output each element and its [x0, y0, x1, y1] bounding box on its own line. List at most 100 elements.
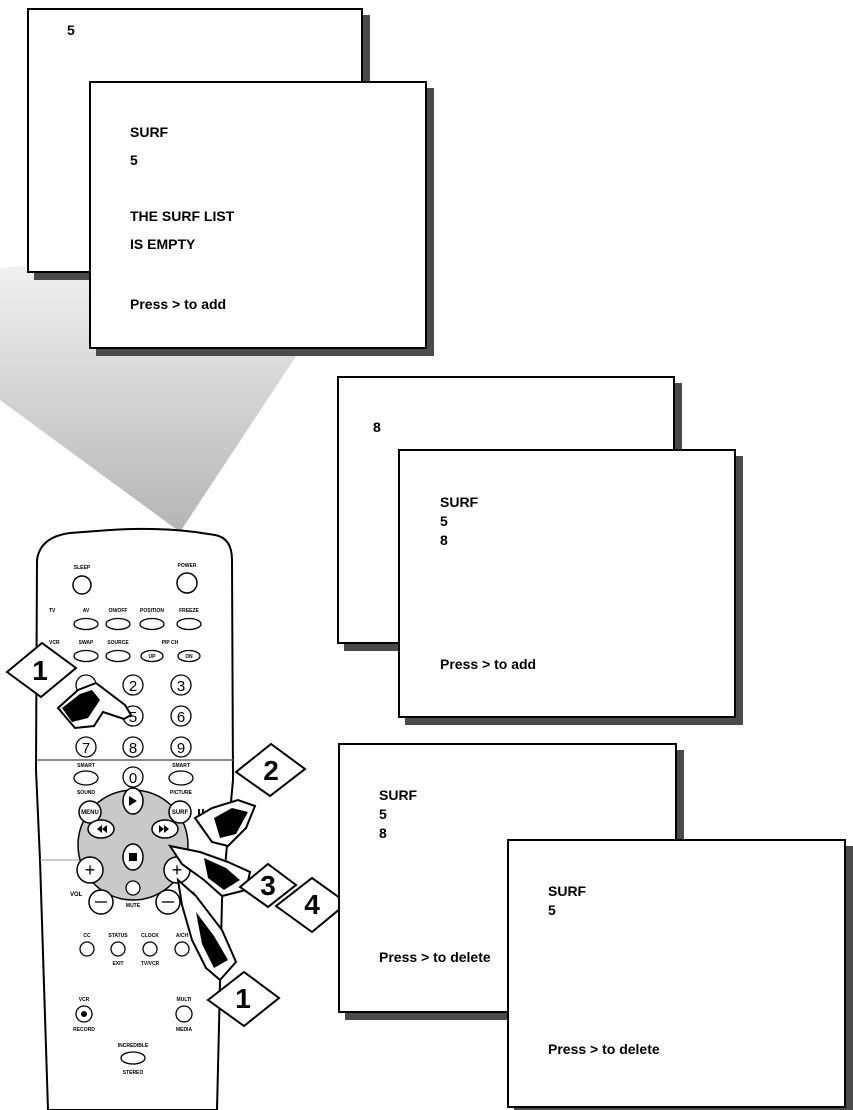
swap-button[interactable]: [73, 649, 99, 663]
smart-picture-label-top: SMART: [172, 763, 190, 769]
sleep-button[interactable]: [72, 575, 92, 595]
screen-surf-deleted: SURF 5 Press > to delete: [507, 839, 846, 1108]
cc-label: CC: [83, 933, 91, 939]
smart-sound-label-bottom: SOUND: [77, 790, 95, 796]
step-1-bottom-number: 1: [235, 983, 251, 1014]
tvvcr-label: TV/VCR: [141, 961, 160, 967]
pip-up-button[interactable]: [140, 649, 164, 663]
record-icon: [81, 1011, 87, 1017]
av-button[interactable]: [73, 617, 99, 631]
surf-instruction: Press > to add: [440, 656, 537, 672]
surf-channel-2: 8: [440, 532, 448, 548]
num-3-label: 3: [177, 678, 185, 695]
surf-instruction: Press > to delete: [548, 1041, 660, 1057]
stereo-label: STEREO: [123, 1070, 144, 1076]
num-2-label: 2: [129, 678, 137, 695]
surf-title: SURF: [440, 494, 479, 510]
ach-label: A/CH: [176, 933, 189, 939]
num-3-button[interactable]: [170, 674, 192, 696]
incredible-label: INCREDIBLE: [118, 1043, 149, 1049]
play-icon: [129, 796, 137, 806]
media-label: MEDIA: [176, 1027, 193, 1033]
fast-forward-icon-2: [164, 825, 169, 833]
step-4-number: 4: [304, 889, 320, 920]
hand-pointer-4: [176, 877, 238, 982]
menu-button[interactable]: [78, 800, 102, 824]
surf-instruction: Press > to add: [130, 296, 227, 312]
step-2-callout: 2: [234, 742, 307, 798]
num-9-label: 9: [177, 740, 185, 757]
surf-title: SURF: [130, 124, 169, 140]
av-label: AV: [83, 608, 90, 614]
vol-up-icon: +: [85, 860, 96, 880]
step-1-bottom-callout: 1: [206, 970, 281, 1028]
surf-title: SURF: [548, 883, 587, 899]
cc-button[interactable]: [79, 941, 95, 957]
num-7-button[interactable]: [75, 736, 97, 758]
surf-title: SURF: [379, 787, 418, 803]
num-7-label: 7: [82, 740, 90, 757]
channel-number: 5: [67, 22, 75, 38]
num-2-button[interactable]: [122, 674, 144, 696]
mute-button[interactable]: [125, 880, 141, 896]
num-6-label: 6: [177, 709, 185, 726]
screen-surf-add: SURF 5 8 Press > to add: [398, 449, 736, 718]
surf-instruction: Press > to delete: [379, 949, 491, 965]
position-label: POSITION: [140, 608, 164, 614]
vcr-record-label-top: VCR: [79, 997, 90, 1003]
record-label: RECORD: [73, 1027, 95, 1033]
rewind-icon: [97, 825, 102, 833]
step-3-number: 3: [260, 870, 276, 901]
stop-icon: [129, 853, 137, 861]
multimedia-button[interactable]: [175, 1005, 193, 1023]
exit-label: EXIT: [112, 961, 123, 967]
num-5-label: 5: [129, 709, 137, 726]
num-8-button[interactable]: [122, 736, 144, 758]
surf-button[interactable]: [168, 800, 192, 824]
ch-up-icon: +: [172, 860, 183, 880]
surf-channel: 5: [130, 152, 138, 168]
incredible-stereo-button[interactable]: [120, 1051, 146, 1065]
step-3-callout: 3: [238, 862, 298, 909]
tv-label: TV: [49, 608, 56, 614]
power-button[interactable]: [176, 572, 198, 594]
menu-label: MENU: [81, 810, 99, 816]
smart-sound-button[interactable]: [73, 770, 99, 786]
num-6-button[interactable]: [170, 705, 192, 727]
num-9-button[interactable]: [170, 736, 192, 758]
hand-pointer-1: [56, 681, 133, 730]
num-0-button[interactable]: [122, 766, 144, 788]
position-button[interactable]: [139, 617, 165, 631]
pip-dn-label: DN: [185, 654, 193, 660]
vcr-label: VCR: [49, 640, 60, 646]
remote-control: SLEEP POWER TV AV ON/OFF POSITION FREEZE…: [34, 527, 235, 1110]
freeze-button[interactable]: [176, 617, 202, 631]
surf-channel-1: 5: [379, 806, 387, 822]
clock-button[interactable]: [142, 941, 158, 957]
status-button[interactable]: [110, 941, 126, 957]
rewind-icon-2: [102, 825, 107, 833]
vol-label: VOL: [70, 892, 83, 898]
pause-icon: [198, 809, 200, 816]
step-1-top-number: 1: [32, 655, 48, 686]
freeze-label: FREEZE: [179, 608, 199, 614]
num-0-label: 0: [129, 770, 137, 787]
fast-forward-icon: [159, 825, 164, 833]
clock-label: CLOCK: [141, 933, 159, 939]
smart-picture-button[interactable]: [168, 770, 194, 786]
pip-up-label: UP: [149, 654, 157, 660]
vol-up-button[interactable]: [76, 856, 104, 884]
pipch-label: PIP CH: [162, 640, 179, 646]
surf-channel-1: 5: [548, 902, 556, 918]
surf-label: SURF: [172, 810, 189, 816]
swap-label: SWAP: [79, 640, 94, 646]
status-label: STATUS: [108, 933, 128, 939]
pip-dn-button[interactable]: [177, 649, 201, 663]
step-4-callout: 4: [274, 876, 349, 934]
onoff-button[interactable]: [105, 617, 131, 631]
num-8-label: 8: [129, 740, 137, 757]
mute-label: MUTE: [126, 903, 141, 909]
multi-label: MULTI: [177, 997, 193, 1003]
source-button[interactable]: [105, 649, 131, 663]
ach-button[interactable]: [174, 941, 190, 957]
